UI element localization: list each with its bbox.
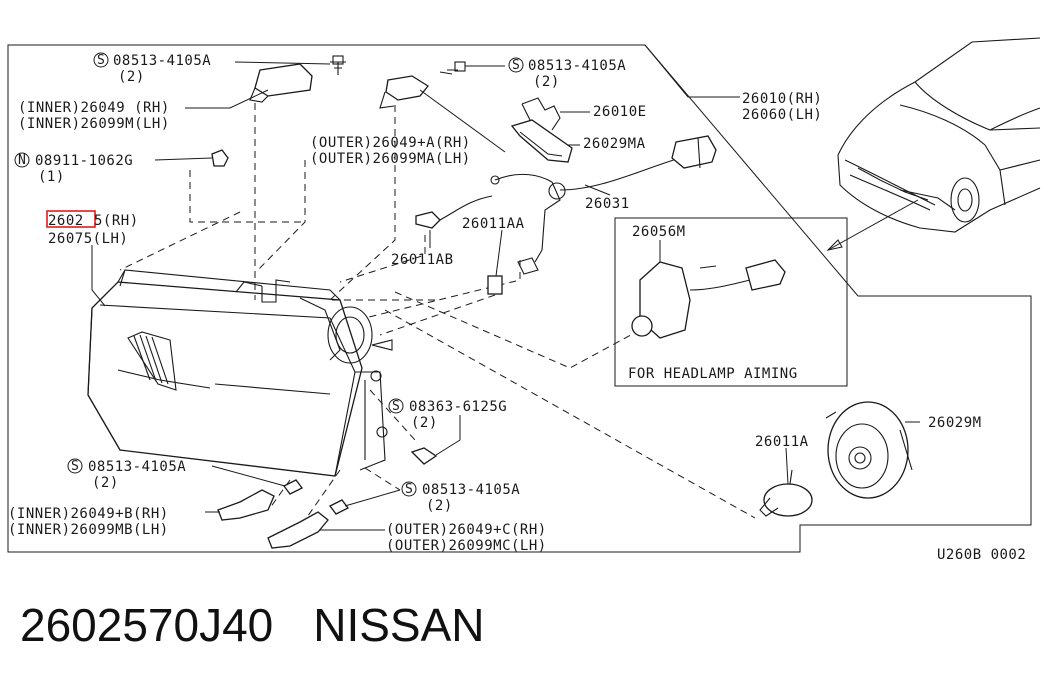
label-26011aa: 26011AA [462,216,525,232]
aiming-label: FOR HEADLAMP AIMING [628,366,798,382]
main-part-lh: 26075(LH) [48,231,128,247]
callout-s5: S 08513-4105A (2) [401,481,520,514]
highlight-box [46,210,96,228]
label-26031: 26031 [585,196,630,212]
callout-s3: S 08363-6125G (2) [388,398,507,431]
label-outer-c-lh: (OUTER)26099MC(LH) [386,538,547,554]
brand-name: NISSAN [313,599,485,651]
qty: (2) [411,415,438,431]
callout-s1: S 08513-4105A (2) [93,52,211,85]
part-no: 08513-4105A [528,58,626,74]
reference-code: U260B 0002 [937,547,1026,563]
label-inner-b-rh: (INNER)26049+B(RH) [8,506,169,522]
qty: (2) [92,475,119,491]
part-no: 08911-1062G [35,153,133,169]
callout-s2: S 08513-4105A (2) [508,57,626,90]
label-26011a: 26011A [755,434,809,450]
part-no: 08513-4105A [422,482,520,498]
qty: (2) [118,69,145,85]
label-26011ab: 26011AB [391,252,454,268]
label-assy-rh: 26010(RH) [742,91,822,107]
s-mark: S [97,53,105,68]
part-no: 08363-6125G [409,399,507,415]
s-mark-icon [67,458,83,474]
diagram-frame [7,44,1032,553]
part-no: 08513-4105A [88,459,186,475]
label-26056m: 26056M [632,224,686,240]
label-26029ma: 26029MA [583,136,646,152]
label-outer-a-lh: (OUTER)26099MA(LH) [310,151,471,167]
s-mark-icon [401,481,417,497]
callout-s4: S 08513-4105A (2) [67,458,186,491]
callout-n1: N 08911-1062G (1) [14,152,133,185]
main-part-rh: 5(RH) [94,213,139,229]
callout-main-headlamp: 2602 5(RH) 26075(LH) [46,210,139,247]
car-illustration [826,37,1041,251]
s-mark: S [512,58,520,73]
fasteners [211,55,913,549]
aiming-box [614,217,848,387]
leader-solid-lines [91,44,920,531]
caption: 2602570J40 NISSAN [20,598,485,652]
label-outer-c-rh: (OUTER)26049+C(RH) [386,522,547,538]
s-mark: S [405,482,413,497]
qty: (1) [38,169,65,185]
n-mark-icon [14,152,30,168]
qty: (2) [533,74,560,90]
main-part-highlight: 2602 [48,213,84,229]
label-outer-a-rh: (OUTER)26049+A(RH) [310,135,471,151]
part-number: 2602570J40 [20,599,274,651]
s-mark: S [71,459,79,474]
s-mark-icon [508,57,524,73]
s-mark-icon [388,398,404,414]
label-assy-lh: 26060(LH) [742,107,822,123]
headlamp-housing [87,269,393,477]
s-mark-icon [93,52,109,68]
label-26029m: 26029M [928,415,982,431]
s-mark: S [392,399,400,414]
qty: (2) [426,498,453,514]
part-no: 08513-4105A [113,53,211,69]
label-26010e: 26010E [593,104,647,120]
label-inner-rh: (INNER)26049 (RH) [18,100,170,116]
leader-dashed-lines [119,103,756,521]
label-inner-lh: (INNER)26099M(LH) [18,116,170,132]
label-inner-b-lh: (INNER)26099MB(LH) [8,522,169,538]
n-mark: N [18,153,26,168]
